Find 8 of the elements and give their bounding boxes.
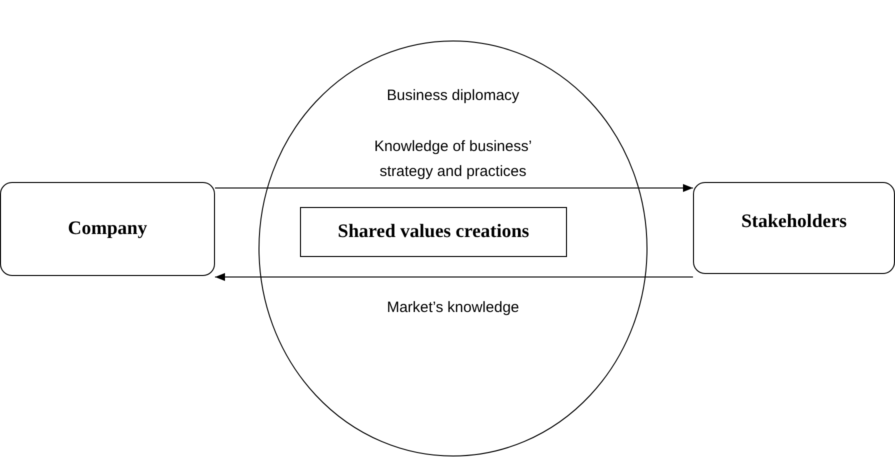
ellipse-title: Business diplomacy (386, 87, 520, 104)
entity-box: Company (0, 182, 215, 276)
arrow (214, 273, 694, 281)
entity-box: Stakeholders (693, 182, 895, 274)
edge-label: Knowledge of business’ strategy and practices (373, 137, 533, 182)
arrow (214, 184, 694, 192)
concept-box: Shared values creations (300, 207, 567, 257)
edge-label: Market’s knowledge (386, 298, 520, 318)
